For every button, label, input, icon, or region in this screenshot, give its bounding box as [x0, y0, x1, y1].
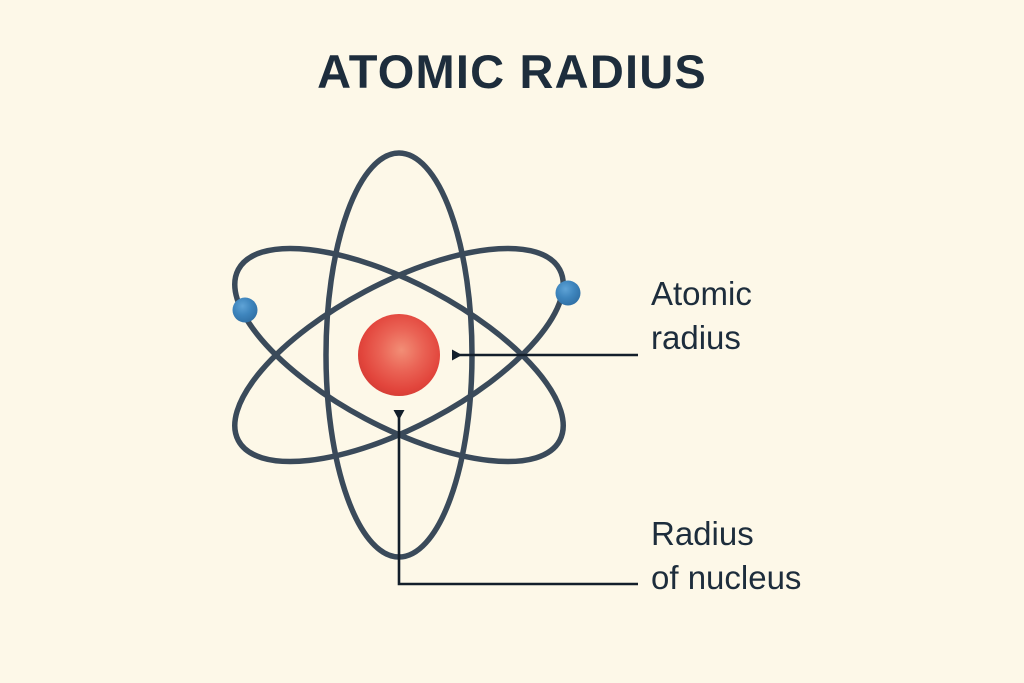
electron-right: [555, 280, 581, 306]
orbit-tilted-left: [232, 245, 566, 465]
label-atomic-radius-line2: radius: [651, 319, 741, 356]
orbit-tilted-right: [232, 245, 566, 465]
electron-left: [232, 297, 258, 323]
nucleus: [358, 314, 440, 396]
page-title: ATOMIC RADIUS: [317, 45, 707, 98]
label-atomic-radius: Atomic radius: [651, 272, 752, 360]
label-radius-of-nucleus: Radius of nucleus: [651, 512, 801, 600]
label-atomic-radius-line1: Atomic: [651, 275, 752, 312]
label-radius-of-nucleus-line2: of nucleus: [651, 559, 802, 596]
radius-of-nucleus-leader-line: [393, 410, 638, 586]
label-radius-of-nucleus-line1: Radius: [651, 515, 754, 552]
